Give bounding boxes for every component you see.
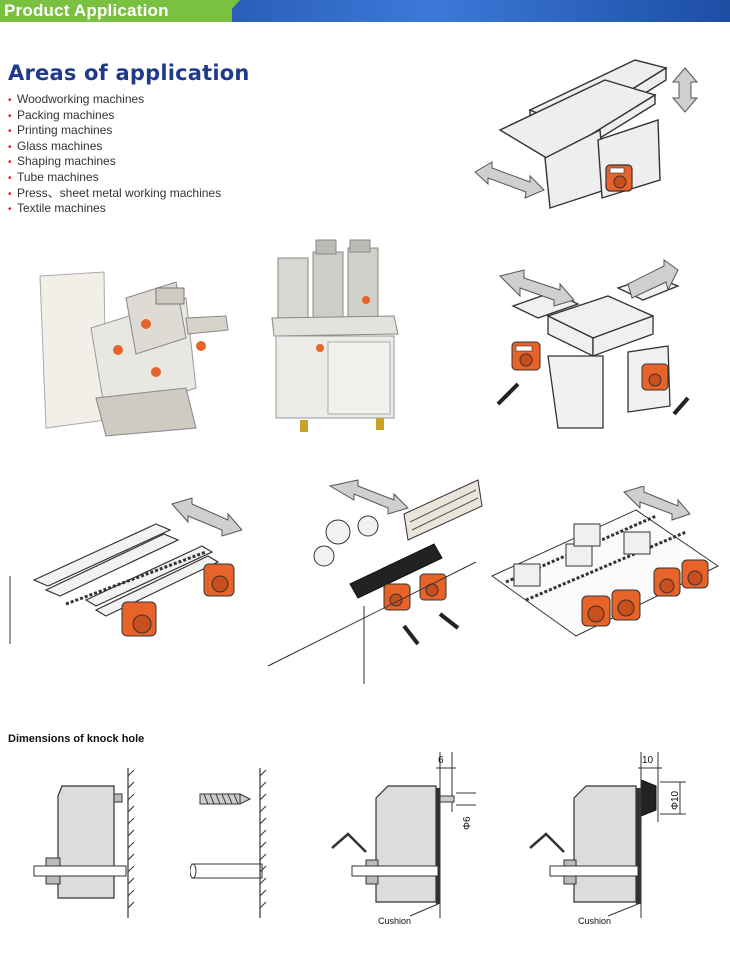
svg-text:Cushion: Cushion	[578, 916, 611, 926]
list-item: •Press、sheet metal working machines	[8, 185, 222, 200]
svg-text:6: 6	[438, 755, 444, 766]
woodworking-machine-photo	[39, 271, 229, 437]
panel-feed-illustration	[267, 479, 483, 684]
list-item: •Tube machines	[8, 169, 99, 184]
banner-blue-band	[232, 0, 730, 22]
double-arrow-icon	[474, 161, 545, 199]
knock-hole-diagram-3: 6 Φ6 Cushion	[331, 752, 476, 926]
list-item: •Woodworking machines	[8, 92, 145, 106]
dimensions-title: Dimensions of knock hole	[8, 733, 145, 745]
double-arrow-icon	[623, 486, 691, 521]
svg-text:10: 10	[642, 755, 654, 766]
knock-hole-diagram-1	[33, 768, 135, 918]
list-item: •Shaping machines	[8, 154, 116, 169]
product-application-banner: Product Application	[0, 0, 730, 22]
list-item: •Packing machines	[8, 107, 115, 122]
double-arrow-icon	[499, 269, 575, 307]
list-item: •Glass machines	[8, 138, 103, 153]
rail-lead-screw-illustration	[9, 497, 242, 644]
cross-slide-illustration	[496, 259, 690, 429]
double-arrow-icon	[328, 479, 409, 515]
list-item: •Textile machines	[8, 201, 106, 216]
banner-green-band	[0, 0, 232, 22]
double-arrow-icon	[627, 259, 679, 299]
drilling-machine-photo	[271, 239, 399, 432]
svg-text:Φ10: Φ10	[670, 790, 681, 810]
banner-slant	[220, 0, 240, 22]
multi-spindle-illustration	[491, 486, 719, 637]
banner-title: Product Application	[4, 1, 169, 20]
svg-text:Cushion: Cushion	[378, 916, 411, 926]
areas-title: Areas of application	[8, 61, 250, 85]
sliding-table-illustration	[474, 59, 699, 209]
vertical-arrow-icon	[671, 67, 699, 113]
knock-hole-diagram-2	[190, 768, 267, 918]
application-list: •Woodworking machines •Packing machines …	[8, 92, 221, 217]
knock-hole-diagram-4: 10 Φ10 Cushion	[529, 752, 686, 926]
svg-text:Φ6: Φ6	[462, 816, 473, 830]
list-item: •Printing machines	[8, 123, 113, 138]
double-arrow-icon	[171, 497, 242, 537]
